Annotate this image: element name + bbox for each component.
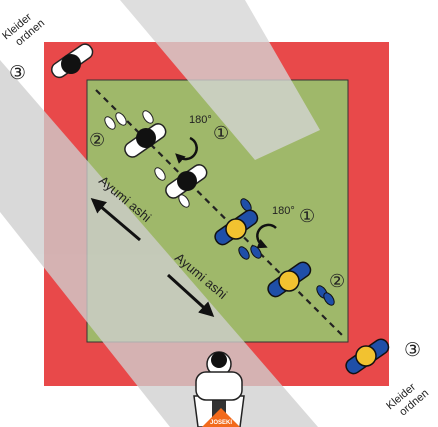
white-judoka-start bbox=[124, 123, 167, 158]
direction-arrow-icon bbox=[90, 198, 141, 242]
footprint-icon bbox=[238, 198, 335, 306]
direction-arrow-icon bbox=[166, 273, 215, 318]
step-1-blue: ① bbox=[299, 206, 315, 226]
white-judoka-turned bbox=[165, 164, 208, 199]
step-2-blue: ② bbox=[329, 271, 345, 291]
blue-judoka-turned bbox=[214, 209, 259, 246]
rotate-arrow-icon bbox=[256, 223, 277, 249]
blue-judoka-start bbox=[267, 261, 312, 298]
rotation-degrees-white: 180° bbox=[189, 114, 212, 126]
step-1-white: ① bbox=[213, 123, 229, 143]
rotate-arrow-icon bbox=[175, 136, 198, 164]
movement-path-line bbox=[95, 89, 346, 339]
joseki-label: JOSEKI bbox=[210, 420, 232, 426]
blue-judoka-bottom-corner bbox=[345, 338, 390, 375]
step-3-top: ③ bbox=[9, 63, 26, 84]
step-3-bottom: ③ bbox=[404, 340, 421, 361]
joseki-stamp: JOSEKI bbox=[202, 408, 240, 427]
step-2-white: ② bbox=[89, 130, 105, 150]
white-judoka-top-corner bbox=[50, 43, 94, 79]
rotation-degrees-blue: 180° bbox=[272, 205, 295, 217]
footprint-icon bbox=[104, 110, 190, 208]
background-band bbox=[0, 0, 320, 427]
